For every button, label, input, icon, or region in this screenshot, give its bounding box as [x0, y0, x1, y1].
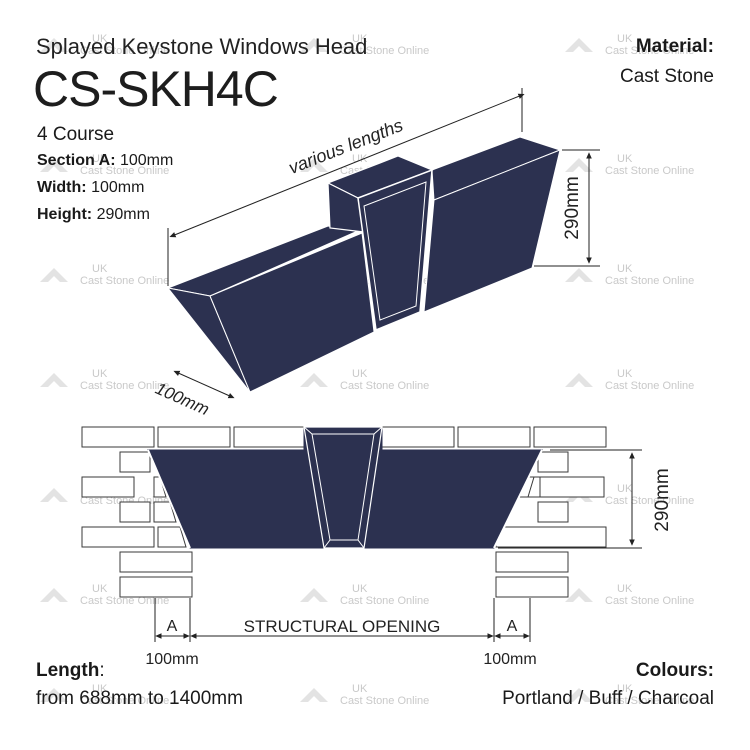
watermark-text: Cast Stone Online	[605, 275, 694, 287]
watermark-small: UK	[92, 683, 108, 695]
left-100mm-label: 100mm	[145, 651, 198, 668]
watermark-small: UK	[352, 583, 368, 595]
course-count: 4 Course	[37, 124, 115, 145]
spec-section-a-value: 100mm	[119, 152, 174, 169]
front-elevation: 290mm A A STRUCTURAL OPENING 100mm 100mm	[81, 426, 673, 668]
watermark-text: Cast Stone Online	[80, 595, 169, 607]
spec-section-a: Section A: 100mm	[37, 152, 173, 170]
watermark-small: UK	[617, 583, 633, 595]
watermark-text: Cast Stone Online	[605, 695, 694, 707]
material-value: Cast Stone	[620, 66, 714, 87]
watermark-small: UK	[617, 153, 633, 165]
left-wing-face	[209, 232, 375, 393]
length-label-text: Length	[36, 660, 100, 681]
depth-dim-line	[173, 370, 235, 399]
watermark-small: UK	[92, 263, 108, 275]
height3d-label: 290mm	[562, 176, 583, 239]
spec-height: Height: 290mm	[37, 206, 150, 224]
watermark-text: Cast Stone Online	[605, 45, 694, 57]
watermark-small: UK	[617, 263, 633, 275]
material-label: Material:	[635, 36, 714, 57]
length-label-colon: :	[99, 660, 105, 681]
watermark-text: Cast Stone Online	[80, 275, 169, 287]
watermark-small: UK	[617, 683, 633, 695]
length-label: Length:	[36, 660, 105, 682]
watermark-text: Cast Stone Online	[605, 495, 694, 507]
right-100mm-label: 100mm	[483, 651, 536, 668]
watermark-text: Cast Stone Online	[340, 595, 429, 607]
structural-opening-label: STRUCTURAL OPENING	[244, 617, 441, 636]
spec-section-a-label: Section A:	[37, 152, 116, 169]
watermark-small: UK	[92, 368, 108, 380]
isometric-view: various lengths 290mm 100mm	[152, 88, 600, 419]
length-value: from 688mm to 1400mm	[36, 688, 243, 709]
colours-value: Portland / Buff / Charcoal	[502, 688, 714, 709]
section-a-left-label: A	[167, 618, 178, 635]
spec-width: Width: 100mm	[37, 179, 144, 197]
watermark-small: UK	[352, 368, 368, 380]
watermark-text: Cast Stone Online	[605, 380, 694, 392]
spec-width-value: 100mm	[91, 179, 145, 196]
watermark-small: UK	[617, 33, 633, 45]
spec-height-label: Height:	[37, 206, 93, 223]
watermark-text: Cast Stone Online	[80, 165, 169, 177]
colours-label: Colours:	[635, 660, 714, 681]
watermark-text: Cast Stone Online	[340, 695, 429, 707]
watermark-text: Cast Stone Online	[605, 165, 694, 177]
watermark-small: UK	[352, 683, 368, 695]
watermark-text: Cast Stone Online	[340, 45, 429, 57]
watermark-text: Cast Stone Online	[80, 380, 169, 392]
watermark-small: UK	[617, 368, 633, 380]
watermark-text: Cast Stone Online	[340, 380, 429, 392]
spec-width-label: Width:	[37, 179, 87, 196]
watermark-text: Cast Stone Online	[80, 695, 169, 707]
various-lengths-dim-line	[169, 93, 525, 238]
watermark-small: UK	[352, 33, 368, 45]
watermark-text: Cast Stone Online	[605, 595, 694, 607]
watermark-text: Cast Stone Online	[80, 45, 169, 57]
watermark-small: UK	[92, 583, 108, 595]
depth-label: 100mm	[152, 379, 212, 419]
front-height-label: 290mm	[652, 468, 673, 531]
spec-height-value: 290mm	[96, 206, 150, 223]
watermark-small: UK	[617, 483, 633, 495]
watermark-small: UK	[92, 153, 108, 165]
watermark-small: UK	[92, 33, 108, 45]
product-subtitle: Splayed Keystone Windows Head	[36, 34, 368, 59]
section-a-right-label: A	[507, 618, 518, 635]
